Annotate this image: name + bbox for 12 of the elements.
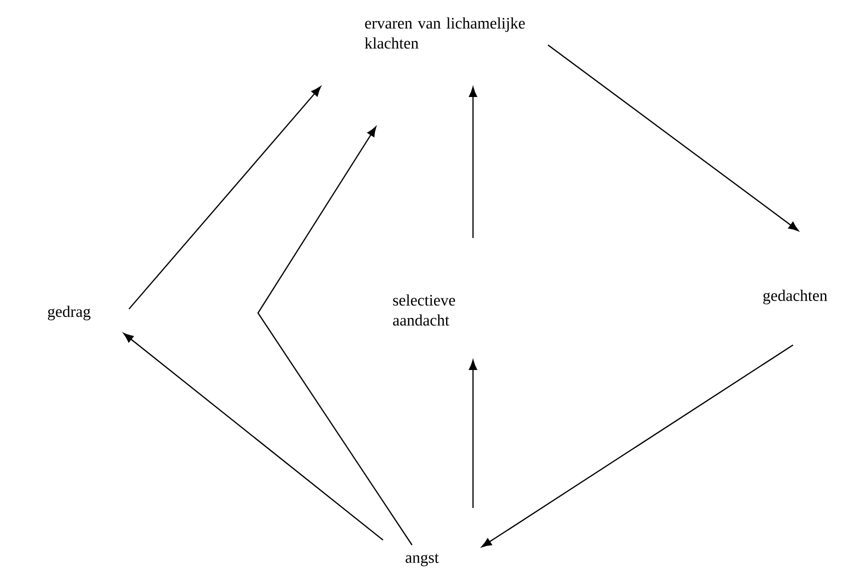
node-label: selectieve aandacht [393, 294, 456, 326]
arrow [128, 86, 321, 310]
node-label: angst [406, 554, 439, 566]
node-label: gedrag [48, 306, 90, 320]
node-label: ervaren van lichamelijke klachten [364, 17, 525, 49]
arrow [548, 44, 799, 232]
arrow [481, 344, 794, 548]
arrow [257, 126, 412, 546]
node-label: gedachten [763, 290, 828, 304]
arrow [123, 332, 384, 540]
arrow [468, 360, 478, 508]
arrow [468, 86, 478, 238]
